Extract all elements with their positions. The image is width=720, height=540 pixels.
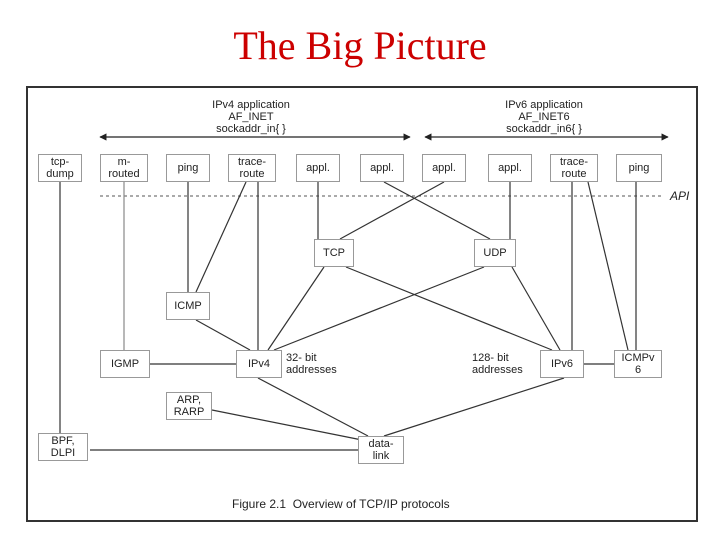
node-ipv4: IPv4 (236, 350, 282, 378)
ipv4-application-header: IPv4 application AF_INET sockaddr_in{ } (212, 99, 290, 135)
app-ping-ipv6: ping (616, 154, 662, 182)
node-tcp: TCP (314, 239, 354, 267)
app-appl-1: appl. (296, 154, 340, 182)
addresses-128-bit-label: 128- bit addresses (472, 352, 523, 376)
ipv6-application-header: IPv6 application AF_INET6 sockaddr_in6{ … (505, 99, 583, 135)
node-datalink: data- link (358, 436, 404, 464)
app-tcpdump: tcp- dump (38, 154, 82, 182)
figure-caption: Figure 2.1 Overview of TCP/IP protocols (232, 497, 450, 511)
app-appl-4: appl. (488, 154, 532, 182)
api-label: API (670, 189, 690, 203)
app-traceroute-ipv4: trace- route (228, 154, 276, 182)
app-ping-ipv4: ping (166, 154, 210, 182)
node-udp: UDP (474, 239, 516, 267)
app-appl-3: appl. (422, 154, 466, 182)
node-ipv6: IPv6 (540, 350, 584, 378)
page-title: The Big Picture (233, 23, 487, 68)
node-icmp: ICMP (166, 292, 210, 320)
node-igmp: IGMP (100, 350, 150, 378)
addresses-32-bit-label: 32- bit addresses (286, 352, 337, 376)
app-appl-2: appl. (360, 154, 404, 182)
app-traceroute-ipv6: trace- route (550, 154, 598, 182)
node-icmpv6: ICMPv 6 (614, 350, 662, 378)
node-bpf-dlpi: BPF, DLPI (38, 433, 88, 461)
node-arp-rarp: ARP, RARP (166, 392, 212, 420)
app-mrouted: m- routed (100, 154, 148, 182)
